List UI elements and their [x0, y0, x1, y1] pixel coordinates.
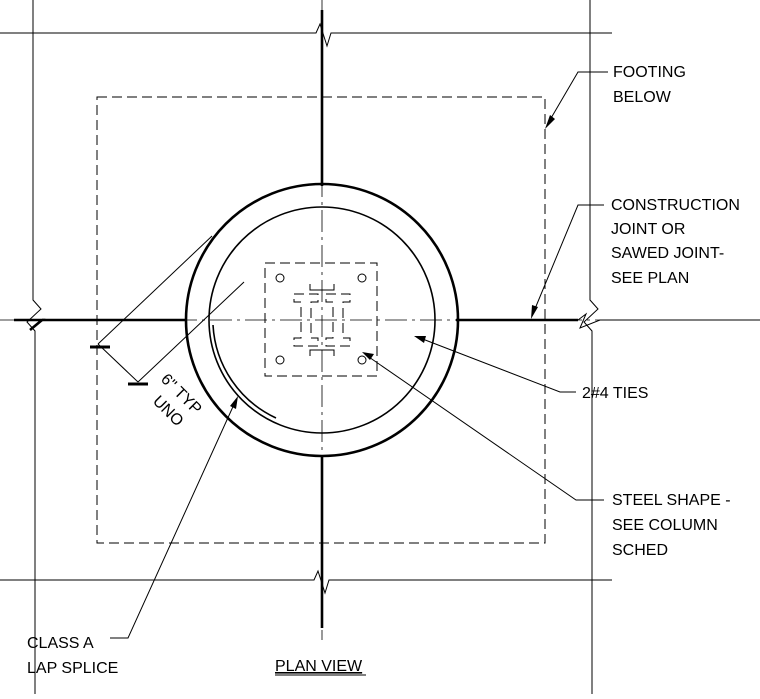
column-inner-circle	[208, 206, 436, 434]
steel-shape-label-line3: SCHED	[612, 542, 668, 559]
steel-shape-label-line2: SEE COLUMN	[612, 517, 718, 534]
ties-label: 2#4 TIES	[582, 385, 648, 402]
footing-label-line2: BELOW	[613, 89, 672, 106]
construction-joint-label-line2: JOINT OR	[611, 221, 685, 238]
construction-joint-label-line3: SAWED JOINT-	[611, 245, 724, 262]
steel-shape-leader	[362, 352, 604, 501]
view-title: PLAN VIEW	[275, 658, 363, 675]
footing-label-line1: FOOTING	[613, 64, 686, 81]
lap-splice-label-line1: CLASS A	[27, 635, 94, 652]
construction-joints	[14, 10, 760, 628]
column-outer-circle	[184, 182, 460, 458]
steel-shape	[293, 284, 351, 356]
dimension-6in	[90, 235, 245, 386]
construction-joint-label-line4: SEE PLAN	[611, 270, 689, 287]
lap-splice-leader	[110, 396, 238, 639]
lap-splice-label-line2: LAP SPLICE	[27, 660, 118, 677]
anchor-bolts	[275, 273, 367, 365]
footing-leader	[545, 71, 608, 129]
construction-joint-label-line1: CONSTRUCTION	[611, 197, 740, 214]
lap-splice-arc	[212, 324, 277, 419]
ties-leader	[414, 336, 576, 393]
steel-shape-label-line1: STEEL SHAPE -	[612, 492, 731, 509]
wall-outline	[0, 0, 612, 694]
base-plate-outline	[264, 262, 378, 377]
construction-joint-leader	[531, 204, 604, 319]
